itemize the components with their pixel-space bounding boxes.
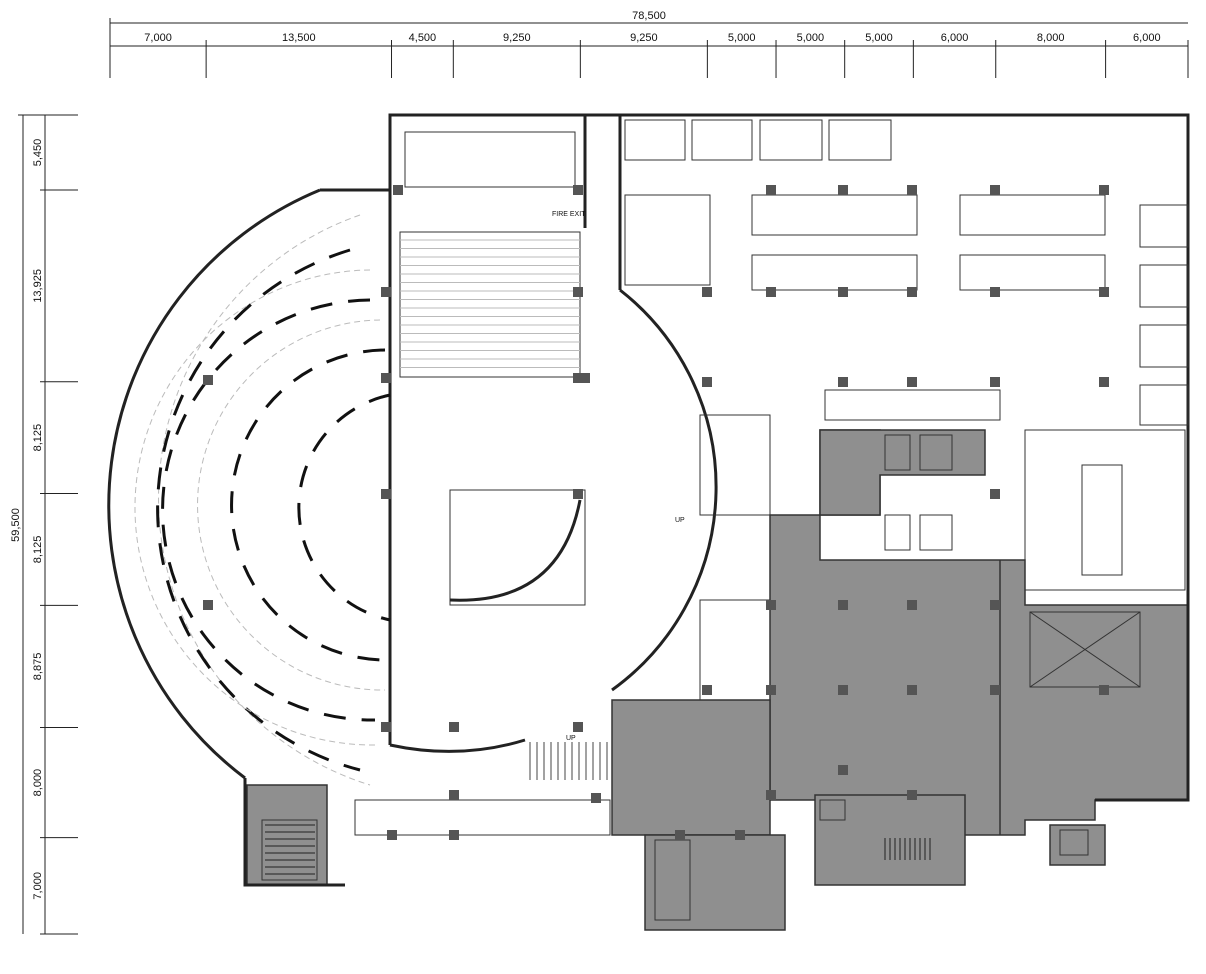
stair-up-label: UP [675,517,685,524]
column [573,287,583,297]
column [449,722,459,732]
column [580,373,590,383]
column [838,287,848,297]
column [381,287,391,297]
column [449,790,459,800]
width-dimension-label: 8,000 [1037,32,1065,44]
column [702,287,712,297]
column [838,765,848,775]
column [675,830,685,840]
column [766,287,776,297]
height-dimension-label: 8,125 [32,536,44,564]
column [766,600,776,610]
column [573,722,583,732]
column [1099,377,1109,387]
stage-area [265,131,931,875]
column [766,685,776,695]
column [573,373,583,383]
height-dimension-label: 8,875 [32,653,44,681]
column [381,373,391,383]
column [990,287,1000,297]
height-dimension-label: 7,000 [32,872,44,900]
column [1099,287,1109,297]
width-dimension-label: 5,000 [797,32,825,44]
column [591,793,601,803]
total-width-label: 78,500 [632,10,666,22]
height-dimension-label: 13,925 [32,269,44,303]
stair-up-label: UP [566,735,576,742]
column [990,600,1000,610]
column [1099,185,1109,195]
column [907,377,917,387]
width-dimension-label: 5,000 [728,32,756,44]
fire-exit-label: FIRE EXIT [552,211,586,218]
column [990,377,1000,387]
column [381,722,391,732]
column [393,185,403,195]
column [990,185,1000,195]
column [766,185,776,195]
column [449,830,459,840]
height-dimension-label: 8,000 [32,769,44,797]
width-dimension-label: 9,250 [630,32,658,44]
height-dimension-label: 8,125 [32,424,44,452]
width-dimension-label: 4,500 [409,32,437,44]
column [907,685,917,695]
column [907,287,917,297]
column [838,685,848,695]
width-dimension-label: 9,250 [503,32,531,44]
auditorium-seating [134,214,391,786]
width-dimension-label: 6,000 [941,32,969,44]
column [838,185,848,195]
horizontal-dimensions [109,18,1189,78]
column [1099,685,1109,695]
exterior-walls [107,113,1190,887]
column [381,489,391,499]
structural-columns [203,185,1109,840]
width-dimension-label: 6,000 [1133,32,1161,44]
column [907,600,917,610]
column [387,830,397,840]
width-dimension-label: 7,000 [144,32,172,44]
total-height-label: 59,500 [10,508,22,542]
column [573,489,583,499]
column [702,377,712,387]
column [907,790,917,800]
column [766,790,776,800]
column [735,830,745,840]
height-dimension-label: 5,450 [32,139,44,167]
service-areas [246,429,1189,931]
column [203,600,213,610]
column [702,685,712,695]
width-dimension-label: 13,500 [282,32,316,44]
column [907,185,917,195]
vertical-dimensions [18,114,78,935]
column [203,375,213,385]
column [838,377,848,387]
width-dimension-label: 5,000 [865,32,893,44]
column [838,600,848,610]
column [990,685,1000,695]
column [990,489,1000,499]
interior-partitions [261,119,1189,921]
column [573,185,583,195]
